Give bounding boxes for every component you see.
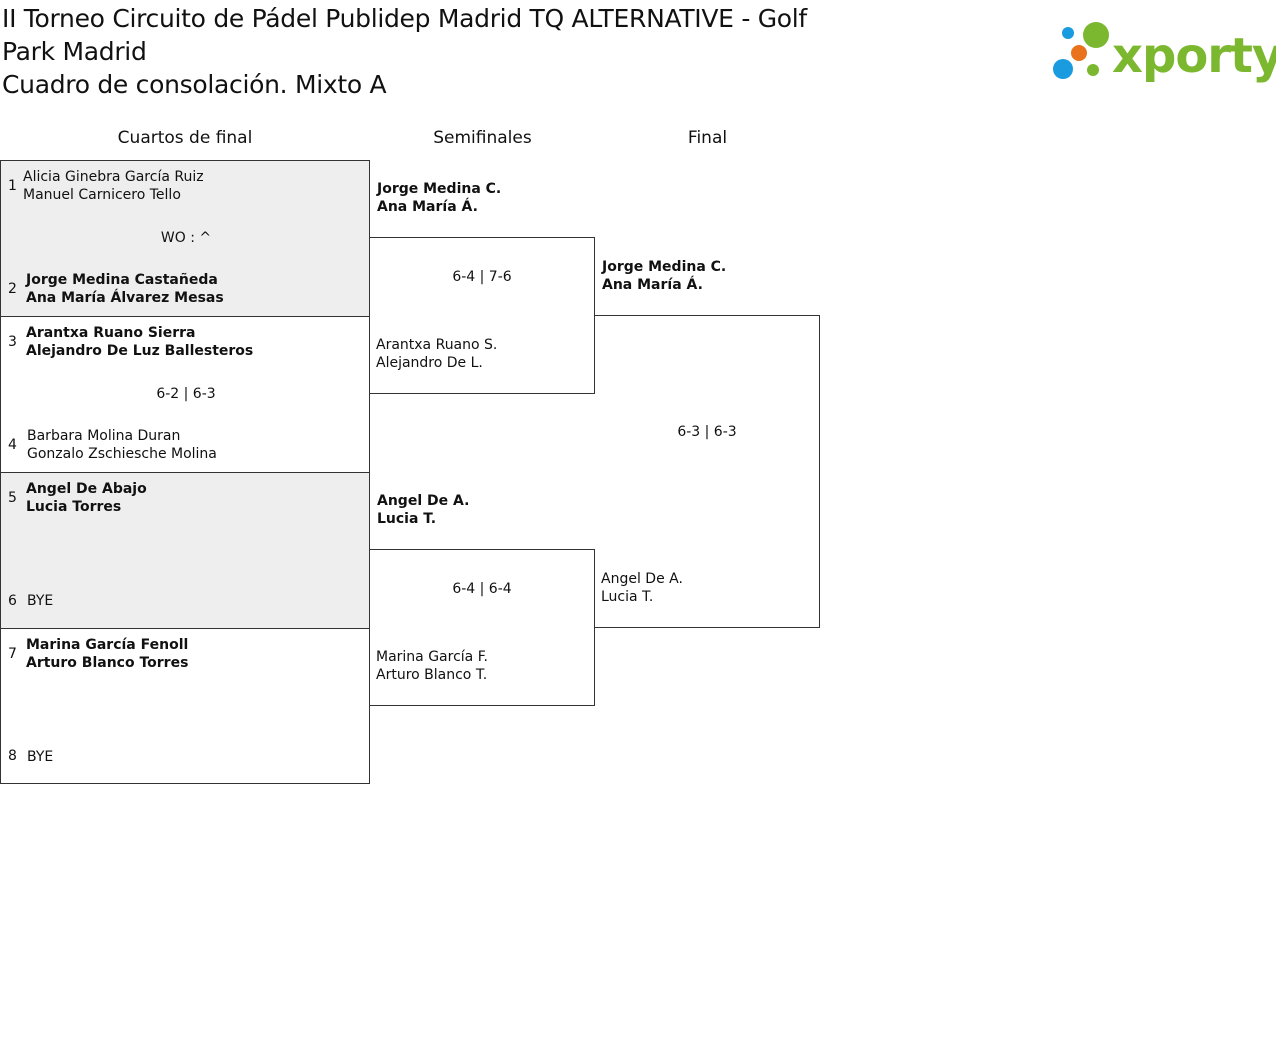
xporty-logo[interactable]: xporty [1052,20,1276,84]
title-line-2: Park Madrid [2,37,147,66]
player-name: Angel De A. [601,571,683,587]
player-name: Barbara Molina Duran [27,428,181,444]
qf-match-2: 3 Arantxa Ruano Sierra Alejandro De Luz … [0,316,370,473]
sf-2-bottom-team: Marina García F. Arturo Blanco T. [376,648,488,684]
player-name: Ana María Álvarez Mesas [26,290,224,306]
final-match: 6-3 | 6-3 Angel De A. Lucia T. [594,315,820,628]
player-name: Arturo Blanco Torres [26,655,189,671]
player-name: Angel De A. [377,493,470,509]
player-name: Angel De Abajo [26,481,147,497]
team-entry-bye: BYE [27,748,53,766]
player-name: Jorge Medina Castañeda [26,272,218,288]
match-score: 6-2 | 6-3 [156,386,216,402]
sf-match-2: 6-4 | 6-4 Marina García F. Arturo Blanco… [369,549,595,706]
logo-dot-orange [1071,45,1087,61]
player-name: Jorge Medina C. [377,181,502,197]
qf-match-1: 1 Alicia Ginebra García Ruiz Manuel Carn… [0,160,370,317]
match-score: 6-4 | 7-6 [452,269,512,285]
seed-number: 5 [8,490,17,506]
subtitle: Cuadro de consolación. Mixto A [2,70,387,99]
match-score: 6-3 | 6-3 [677,424,737,440]
player-name: Alejandro De Luz Ballesteros [26,343,254,359]
final-top-team: Jorge Medina C. Ana María Á. [602,258,726,294]
player-name: Lucia T. [377,511,437,527]
team-entry-winner: Angel De Abajo Lucia Torres [26,480,147,516]
player-name: Lucia T. [601,589,654,605]
page-title: II Torneo Circuito de Pádel Publidep Mad… [2,2,902,101]
seed-number: 8 [8,748,17,764]
player-name: Ana María Á. [377,199,478,215]
sf-1-bottom-team: Arantxa Ruano S. Alejandro De L. [376,336,497,372]
qf-match-3: 5 Angel De Abajo Lucia Torres 6 BYE [0,472,370,629]
logo-dot-blue-large [1053,59,1073,79]
title-line-1: II Torneo Circuito de Pádel Publidep Mad… [2,4,807,33]
seed-number: 3 [8,334,17,350]
bye-label: BYE [27,593,54,609]
player-name: Alicia Ginebra García Ruiz [23,169,204,185]
logo-wordmark: xporty [1112,28,1276,84]
match-score: WO : ^ [160,230,212,246]
round-header-qf: Cuartos de final [117,128,253,148]
team-entry-winner: Jorge Medina Castañeda Ana María Álvarez… [26,271,224,307]
sf-1-top-team-winner: Jorge Medina C. Ana María Á. [377,180,501,216]
player-name: Arantxa Ruano S. [376,337,498,353]
final-bottom-team: Angel De A. Lucia T. [601,570,683,606]
player-name: Jorge Medina C. [602,259,727,275]
logo-dot-green-small [1087,64,1099,76]
qf-match-4: 7 Marina García Fenoll Arturo Blanco Tor… [0,628,370,784]
seed-number: 7 [8,646,17,662]
round-header-final: Final [687,128,728,148]
logo-dot-green-large [1083,22,1109,48]
player-name: Lucia Torres [26,499,122,515]
sf-match-1: 6-4 | 7-6 Arantxa Ruano S. Alejandro De … [369,237,595,394]
bye-label: BYE [27,749,54,765]
player-name: Arantxa Ruano Sierra [26,325,196,341]
seed-number: 2 [8,281,17,297]
team-entry: Alicia Ginebra García Ruiz Manuel Carnic… [23,168,204,204]
player-name: Marina García Fenoll [26,637,189,653]
team-entry-winner: Marina García Fenoll Arturo Blanco Torre… [26,636,188,672]
seed-number: 4 [8,437,17,453]
player-name: Ana María Á. [602,277,703,293]
team-entry: Barbara Molina Duran Gonzalo Zschiesche … [27,427,217,463]
player-name: Alejandro De L. [376,355,483,371]
seed-number: 6 [8,593,17,609]
team-entry-winner: Arantxa Ruano Sierra Alejandro De Luz Ba… [26,324,253,360]
match-score: 6-4 | 6-4 [452,581,512,597]
player-name: Marina García F. [376,649,488,665]
seed-number: 1 [8,178,17,194]
sf-2-top-team-winner: Angel De A. Lucia T. [377,492,469,528]
logo-dot-blue-small [1062,27,1074,39]
player-name: Arturo Blanco T. [376,667,488,683]
player-name: Manuel Carnicero Tello [23,187,181,203]
player-name: Gonzalo Zschiesche Molina [27,446,217,462]
team-entry-bye: BYE [27,592,53,610]
round-header-sf: Semifinales [433,128,532,148]
